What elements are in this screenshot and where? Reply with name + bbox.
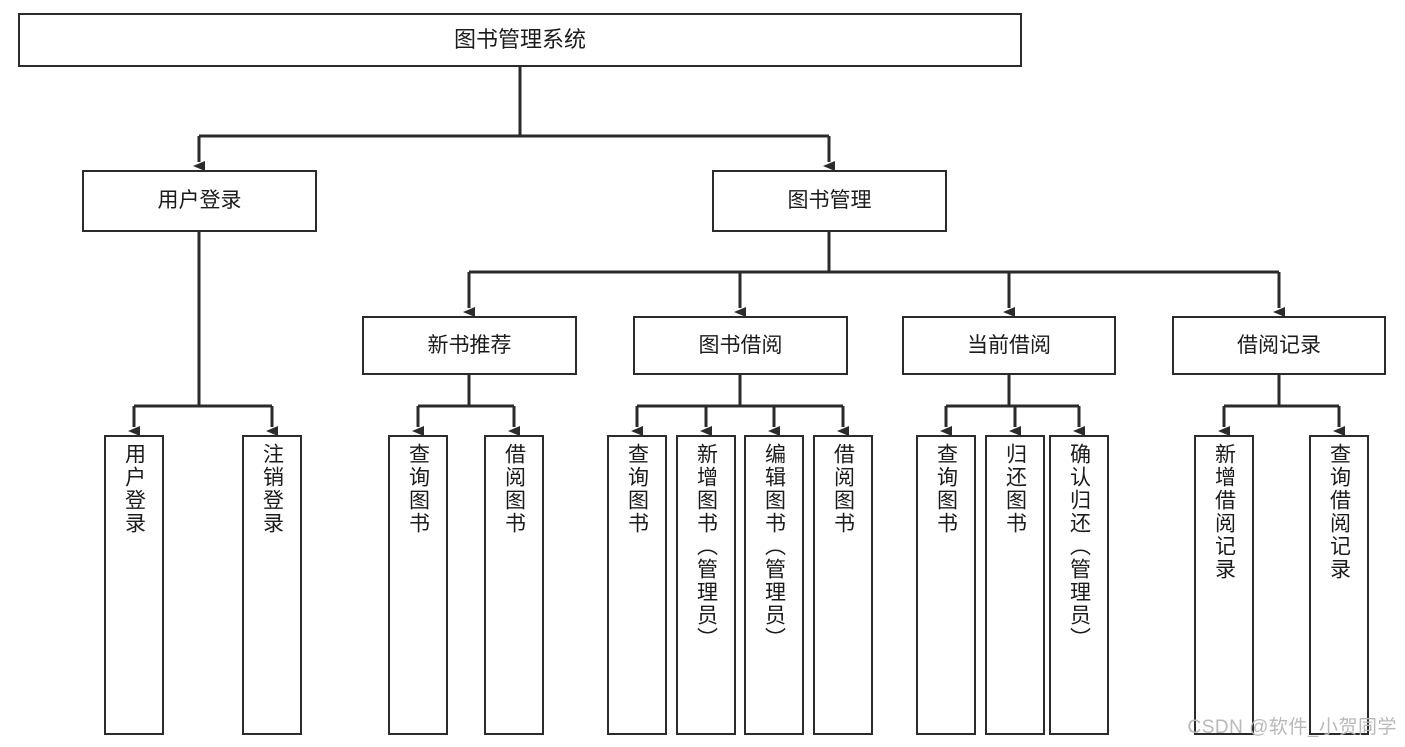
node-new-book-recommend-label: 新书推荐 xyxy=(427,333,512,357)
node-leaf-confirm-return-label: 确认归还（管理员） xyxy=(1067,443,1091,650)
node-leaf-query-book-3-label: 查询图书 xyxy=(934,443,958,535)
node-current-borrow[interactable]: 当前借阅 xyxy=(902,316,1116,375)
node-leaf-borrow-book-2[interactable]: 借阅图书 xyxy=(813,435,873,735)
node-leaf-user-login-label: 用户登录 xyxy=(122,443,146,535)
node-leaf-logout-login[interactable]: 注销登录 xyxy=(242,435,302,735)
node-new-book-recommend[interactable]: 新书推荐 xyxy=(362,316,577,375)
node-leaf-add-record[interactable]: 新增借阅记录 xyxy=(1194,435,1254,735)
node-book-borrow-label: 图书借阅 xyxy=(698,333,783,357)
node-leaf-query-book-3[interactable]: 查询图书 xyxy=(916,435,976,735)
node-leaf-return-book[interactable]: 归还图书 xyxy=(985,435,1045,735)
node-leaf-add-record-label: 新增借阅记录 xyxy=(1212,443,1236,581)
node-leaf-query-record-label: 查询借阅记录 xyxy=(1327,443,1351,581)
node-leaf-query-record[interactable]: 查询借阅记录 xyxy=(1309,435,1369,735)
node-borrow-record[interactable]: 借阅记录 xyxy=(1172,316,1386,375)
node-leaf-query-book-2-label: 查询图书 xyxy=(625,443,649,535)
node-user-login-label: 用户登录 xyxy=(157,189,242,213)
node-leaf-add-book[interactable]: 新增图书（管理员） xyxy=(676,435,736,735)
node-leaf-add-book-label: 新增图书（管理员） xyxy=(694,443,718,650)
node-leaf-borrow-book-1-label: 借阅图书 xyxy=(502,443,526,535)
node-leaf-query-book-2[interactable]: 查询图书 xyxy=(607,435,667,735)
node-leaf-borrow-book-2-label: 借阅图书 xyxy=(831,443,855,535)
node-leaf-user-login[interactable]: 用户登录 xyxy=(104,435,164,735)
node-leaf-query-book-1-label: 查询图书 xyxy=(406,443,430,535)
watermark: CSDN @软件_小贺同学 xyxy=(1187,717,1397,738)
node-book-manage-label: 图书管理 xyxy=(787,189,872,213)
node-leaf-confirm-return[interactable]: 确认归还（管理员） xyxy=(1049,435,1109,735)
node-leaf-query-book-1[interactable]: 查询图书 xyxy=(388,435,448,735)
node-book-manage[interactable]: 图书管理 xyxy=(712,170,947,232)
node-leaf-edit-book[interactable]: 编辑图书（管理员） xyxy=(744,435,804,735)
node-root-label: 图书管理系统 xyxy=(453,26,586,52)
node-leaf-edit-book-label: 编辑图书（管理员） xyxy=(762,443,786,650)
node-current-borrow-label: 当前借阅 xyxy=(967,333,1051,357)
node-leaf-borrow-book-1[interactable]: 借阅图书 xyxy=(484,435,544,735)
node-root[interactable]: 图书管理系统 xyxy=(18,13,1022,67)
node-book-borrow[interactable]: 图书借阅 xyxy=(633,316,848,375)
node-leaf-return-book-label: 归还图书 xyxy=(1003,443,1027,535)
node-borrow-record-label: 借阅记录 xyxy=(1237,333,1321,357)
node-user-login[interactable]: 用户登录 xyxy=(82,170,317,232)
node-leaf-logout-login-label: 注销登录 xyxy=(260,443,284,535)
